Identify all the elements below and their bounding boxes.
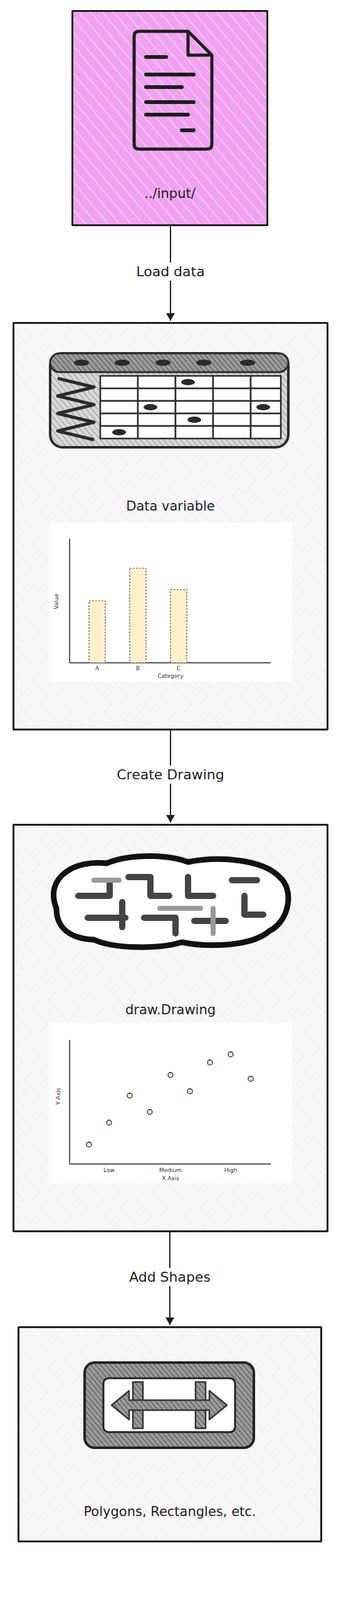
arrow-head	[165, 1318, 175, 1326]
axis-label: Low	[103, 1167, 115, 1174]
node-text: Data variable	[14, 498, 327, 514]
axis-label: Category	[157, 673, 184, 680]
axis-label: B	[136, 665, 140, 672]
edge-label: Load data	[132, 262, 209, 281]
edge-label: Add Shapes	[125, 1268, 215, 1287]
axis-label: A	[95, 665, 100, 672]
process-box: Data variable	[12, 322, 329, 731]
axis-label: Medium	[159, 1167, 182, 1174]
node-text: ../input/	[73, 186, 267, 202]
axis-label: Y Axis	[55, 1088, 62, 1106]
arrow-head	[166, 313, 175, 321]
arrow-head	[166, 815, 175, 823]
axis-label: C	[176, 665, 181, 672]
axis-label: X Axis	[161, 1175, 180, 1183]
edge-label: Create Drawing	[112, 765, 229, 785]
axis-label: High	[224, 1167, 238, 1174]
node-text: draw.Drawing	[14, 1002, 327, 1018]
node-text: Polygons, Rectangles, etc.	[19, 1504, 321, 1520]
axis-label: Value	[53, 594, 60, 610]
process-box: ../input/	[71, 10, 269, 227]
process-box: Polygons, Rectangles, etc.	[17, 1326, 323, 1544]
